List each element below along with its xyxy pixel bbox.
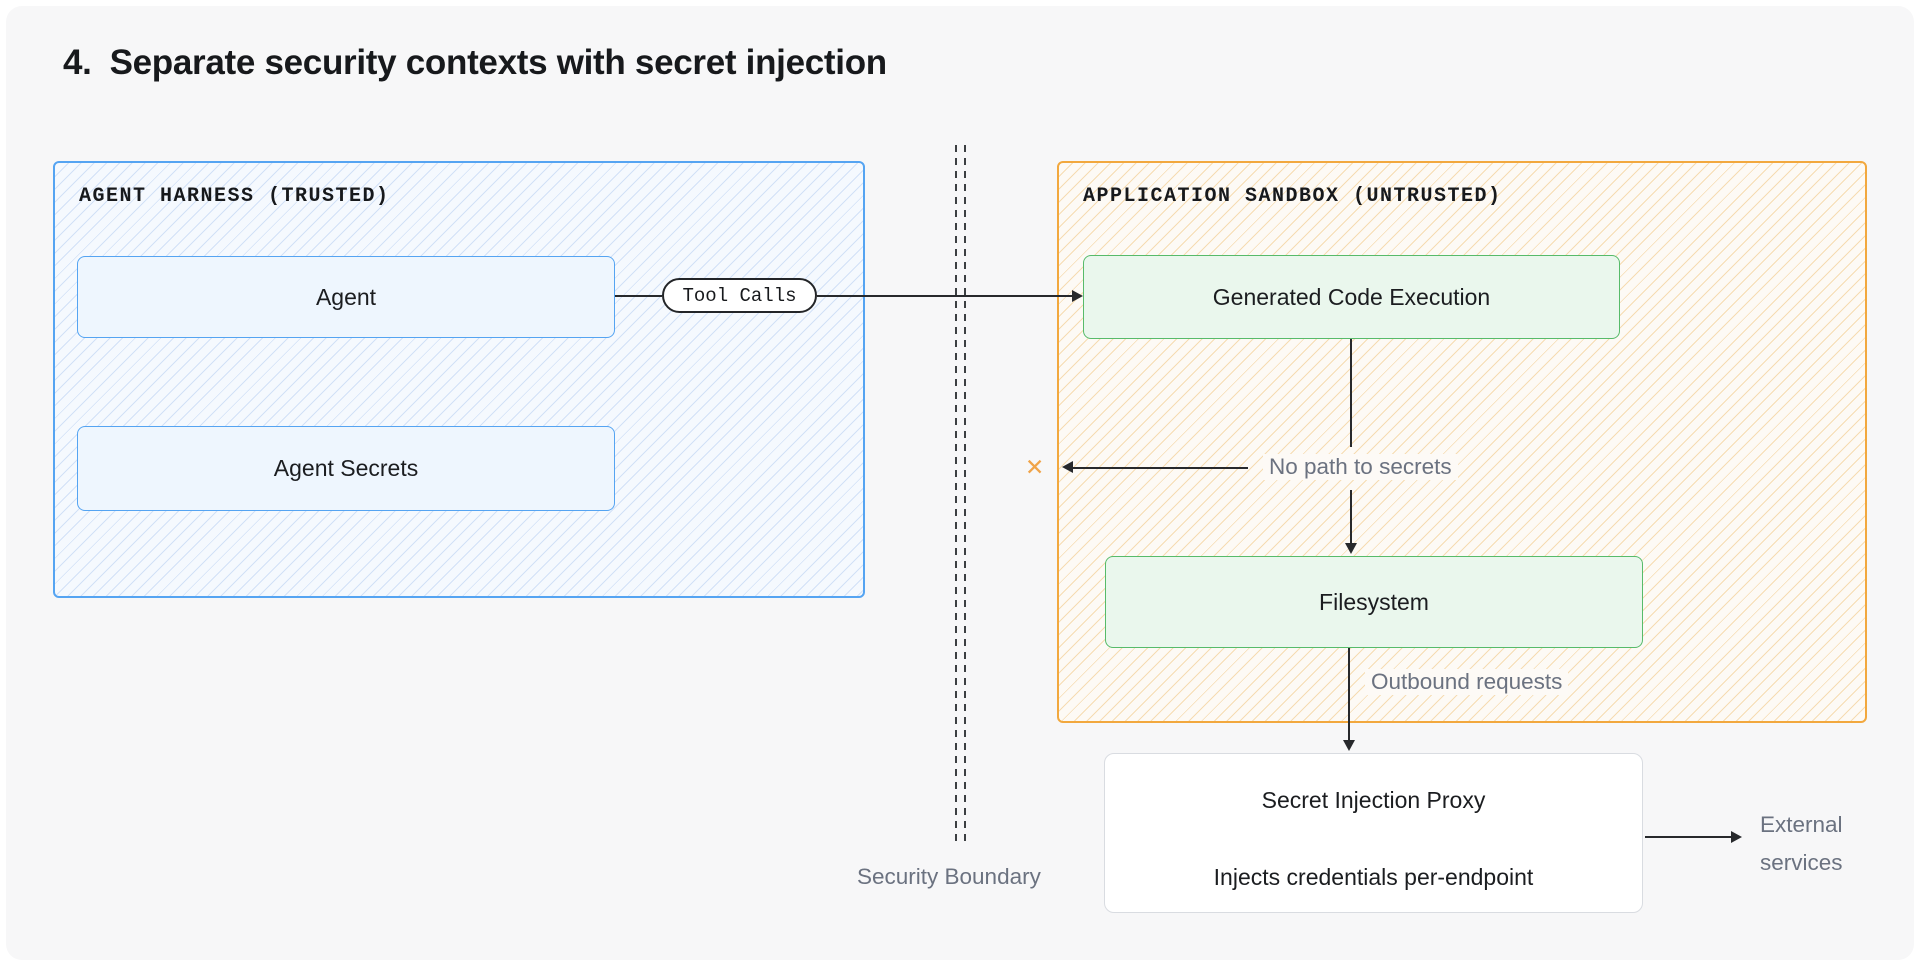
tool-calls-pill: Tool Calls (662, 278, 817, 313)
node-generated-code-execution: Generated Code Execution (1083, 255, 1620, 339)
node-secret-injection-proxy (1104, 753, 1643, 913)
edge-toolcalls-to-sandbox (817, 295, 1073, 297)
proxy-title: Secret Injection Proxy (1261, 787, 1486, 813)
node-agent-secrets-label: Agent Secrets (273, 455, 419, 481)
edge-no-path (1073, 467, 1248, 469)
edge-gce-down-upper (1350, 339, 1352, 447)
security-boundary-line-left (955, 145, 957, 845)
trusted-zone-label: AGENT HARNESS (TRUSTED) (79, 185, 390, 208)
blocked-x-icon: ✕ (1025, 455, 1045, 481)
security-boundary-line-right (964, 145, 966, 845)
arrowhead-down-icon-2 (1342, 740, 1355, 751)
page-title-number: 4. (63, 43, 92, 82)
edge-agent-to-toolcalls (615, 295, 662, 297)
edge-gce-down-lower (1350, 490, 1352, 544)
node-agent-label: Agent (315, 283, 377, 310)
untrusted-zone (1057, 161, 1867, 723)
node-agent: Agent (77, 256, 615, 338)
node-filesystem-label: Filesystem (1319, 588, 1429, 615)
external-services-label: External services (1760, 806, 1843, 882)
page-title-text: Separate security contexts with secret i… (109, 43, 888, 82)
page-title: 4. Separate security contexts with secre… (63, 43, 887, 83)
arrowhead-down-icon (1344, 543, 1357, 554)
arrowhead-right-icon-2 (1731, 830, 1742, 843)
outbound-requests-label: Outbound requests (1365, 669, 1569, 695)
node-agent-secrets: Agent Secrets (77, 426, 615, 511)
tool-calls-label: Tool Calls (682, 284, 797, 307)
no-path-label: No path to secrets (1263, 454, 1458, 480)
security-boundary-label: Security Boundary (857, 864, 1041, 889)
trusted-zone (53, 161, 865, 598)
node-filesystem: Filesystem (1105, 556, 1643, 648)
proxy-subtitle: Injects credentials per-endpoint (1213, 864, 1534, 890)
arrowhead-right-icon (1072, 289, 1083, 302)
node-gce-label: Generated Code Execution (1212, 283, 1491, 310)
external-services-line2: services (1760, 850, 1843, 875)
arrowhead-left-icon (1062, 460, 1073, 473)
edge-outbound (1348, 648, 1350, 741)
untrusted-zone-label: APPLICATION SANDBOX (UNTRUSTED) (1083, 185, 1502, 208)
external-services-line1: External (1760, 812, 1843, 837)
edge-proxy-to-external (1645, 836, 1732, 838)
